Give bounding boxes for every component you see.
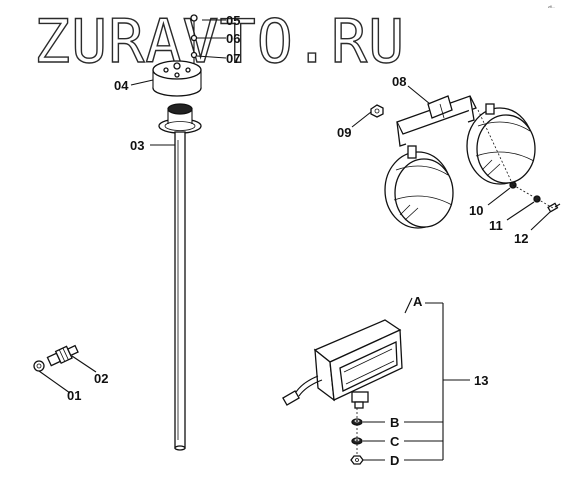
leader-04	[130, 79, 154, 86]
callout-09: 09	[337, 125, 351, 140]
callout-13: 13	[474, 373, 488, 388]
nut-09	[370, 104, 384, 118]
callout-A: A	[413, 294, 423, 309]
watermark-text: ZURAVTO.RU	[34, 7, 405, 77]
callout-B: B	[390, 415, 399, 430]
bolt-12	[547, 202, 561, 213]
leader-07	[196, 55, 227, 59]
lamp-right	[466, 103, 536, 185]
work-lamp-13-assembly	[282, 319, 403, 465]
leader-10	[487, 187, 511, 206]
screw-05	[190, 14, 198, 66]
callout-07: 07	[226, 51, 240, 66]
callout-08: 08	[392, 74, 406, 89]
callout-03: 03	[130, 138, 144, 153]
washer-06	[190, 34, 198, 42]
switch-02-assembly	[33, 344, 97, 394]
callout-02: 02	[94, 371, 108, 386]
callout-12: 12	[514, 231, 528, 246]
callout-D: D	[390, 453, 399, 468]
work-lamp-13	[282, 319, 403, 409]
corner-mark: zfl...	[548, 4, 555, 9]
callout-06: 06	[226, 31, 240, 46]
nut-D	[350, 455, 364, 465]
callout-10: 10	[469, 203, 483, 218]
leader-11	[506, 201, 535, 221]
light-pair-assembly	[370, 95, 561, 229]
leader-12	[530, 211, 551, 231]
cap-04	[152, 60, 202, 97]
washer-01	[33, 360, 45, 372]
lamp-left	[384, 145, 454, 229]
leader-A	[404, 297, 413, 314]
sensor-flange	[158, 103, 202, 134]
callout-01: 01	[67, 388, 81, 403]
callout-11: 11	[489, 218, 503, 233]
callout-05: 05	[226, 13, 240, 28]
leader-08	[407, 85, 431, 105]
level-sensor-assembly	[152, 14, 202, 451]
washer-11	[533, 195, 541, 203]
switch-02	[46, 344, 79, 367]
callout-C: C	[390, 434, 400, 449]
sensor-tube-03	[174, 131, 186, 451]
bracket-08	[396, 95, 477, 147]
washer-07	[190, 51, 198, 59]
callout-04: 04	[114, 78, 129, 93]
leader-09	[351, 111, 372, 128]
